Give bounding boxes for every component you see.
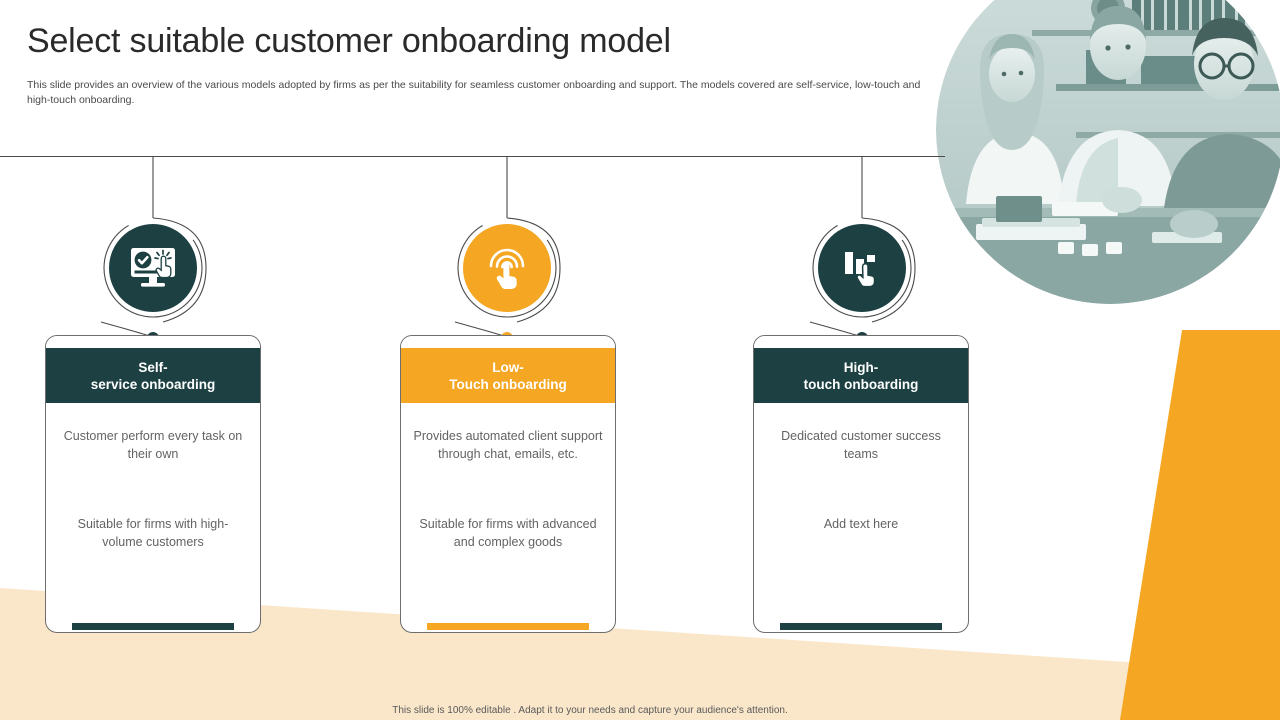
icon-node-high-touch[interactable] [810,216,914,320]
card-accent-bar [72,623,234,630]
icon-node-low-touch[interactable] [455,216,559,320]
page-subtitle: This slide provides an overview of the v… [27,79,921,106]
card-header: High- touch onboarding [754,348,968,403]
card-top-gap [754,336,968,348]
monitor-check-click-icon [131,248,175,287]
icon-ring-outline [457,218,557,318]
icon-disc [109,224,197,312]
card-body-line-1: Dedicated customer success teams [781,429,941,461]
icon-node-self-service[interactable] [101,216,205,320]
card-title-line2: service onboarding [90,376,216,392]
card-body: Dedicated customer success teams Add tex… [754,403,968,612]
page-title: Select suitable customer onboarding mode… [27,22,671,60]
model-card-low-touch[interactable]: Low- Touch onboarding Provides automated… [400,335,616,633]
icon-disc [463,224,551,312]
hero-photo [936,0,1280,304]
model-card-self-service[interactable]: Self- service onboarding Customer perfor… [45,335,261,633]
orange-angled-wedge [1120,330,1280,720]
model-card-high-touch[interactable]: High- touch onboarding Dedicated custome… [753,335,969,633]
card-footer [46,612,260,632]
card-body-line-2: Suitable for firms with advanced and com… [419,517,597,549]
card-header: Low- Touch onboarding [401,348,615,403]
footer-note: This slide is 100% editable . Adapt it t… [392,705,788,716]
icon-ring-outline [103,218,203,318]
card-top-gap [401,336,615,348]
icon-ring-outline [812,218,912,318]
icon-disc [818,224,906,312]
card-body-line-2: Add text here [823,517,899,531]
card-footer [401,612,615,632]
card-accent-bar [780,623,942,630]
card-body: Provides automated client support throug… [401,403,615,612]
card-title-line1: Low- [492,359,524,375]
bar-chart-hand-icon [845,252,876,288]
card-footer [754,612,968,632]
card-body-line-1: Customer perform every task on their own [63,429,243,461]
header-divider [0,156,945,157]
card-body: Customer perform every task on their own… [46,403,260,612]
card-accent-bar [427,623,589,630]
card-body-line-2: Suitable for firms with high-volume cust… [77,517,229,549]
card-title-line2: touch onboarding [803,376,919,392]
card-top-gap [46,336,260,348]
students-collaborating-photo [936,0,1280,304]
card-title-line2: Touch onboarding [449,376,567,392]
card-title-line1: Self- [138,359,168,375]
card-title-line1: High- [843,359,879,375]
card-body-line-1: Provides automated client support throug… [413,429,603,461]
touch-tap-hand-icon [489,248,525,289]
card-header: Self- service onboarding [46,348,260,403]
